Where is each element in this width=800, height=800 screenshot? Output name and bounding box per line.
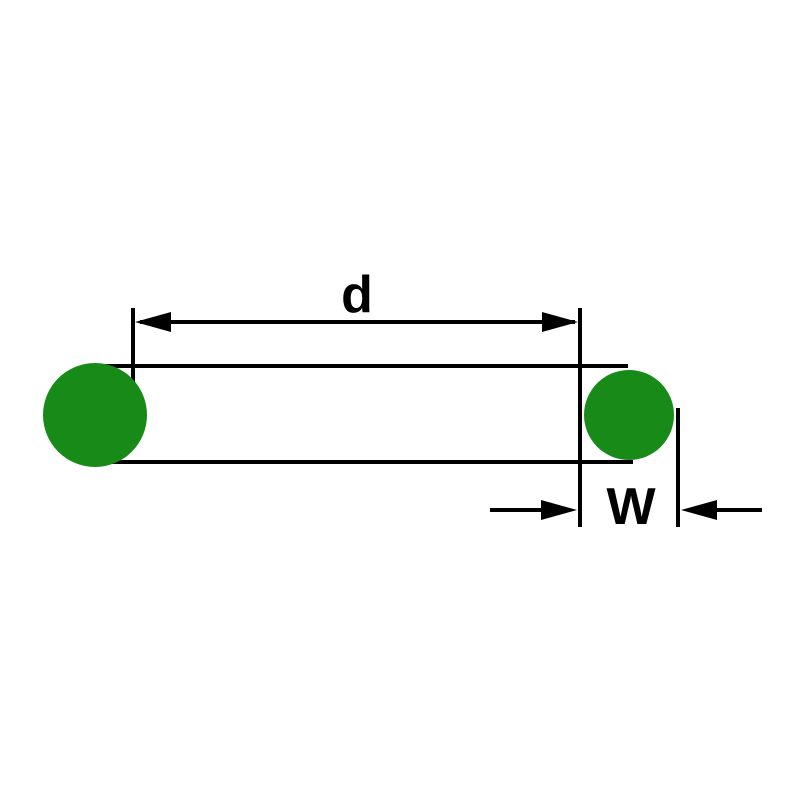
d-arrowhead-left-icon bbox=[135, 312, 171, 332]
right-ring-section bbox=[584, 370, 674, 460]
w-arrowhead-left-icon bbox=[541, 500, 577, 520]
outline-lines-group bbox=[85, 308, 762, 527]
d-arrowhead-right-icon bbox=[542, 312, 578, 332]
cross-section-width-label: W bbox=[606, 478, 656, 536]
left-ring-section bbox=[43, 363, 147, 467]
inner-diameter-label: d bbox=[341, 266, 373, 324]
w-arrowhead-right-icon bbox=[681, 500, 717, 520]
ring-sections-group bbox=[43, 363, 674, 467]
arrowheads-group bbox=[135, 312, 717, 520]
